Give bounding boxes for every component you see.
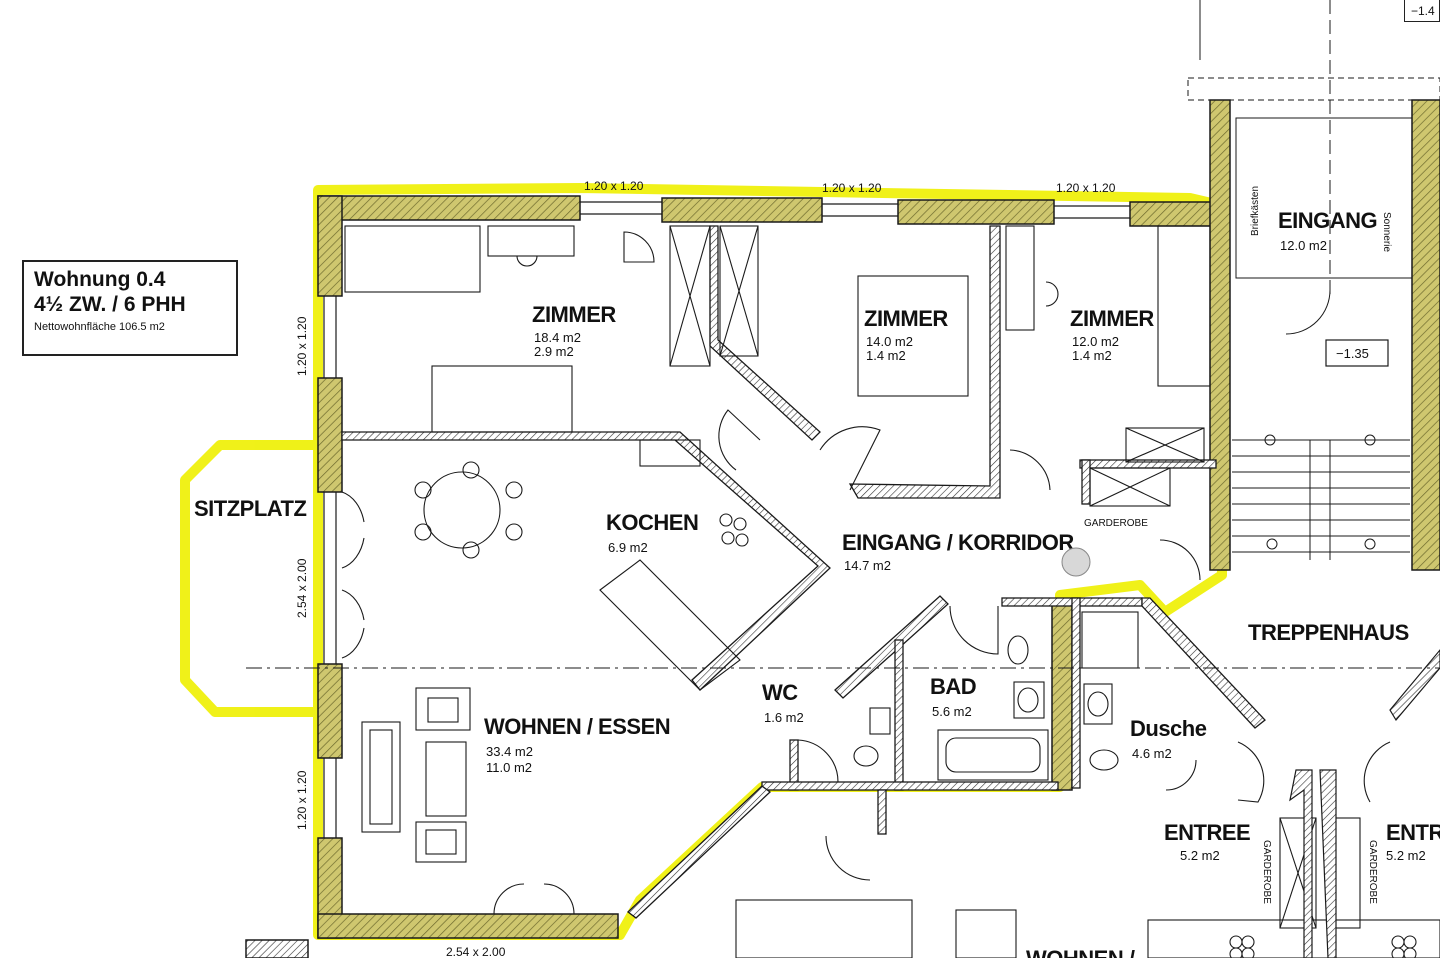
dim-bottom-1: 2.54 x 2.00	[446, 945, 506, 958]
room-name-bad: BAD	[930, 674, 976, 699]
room-name-wohnen-next: WOHNEN /	[1026, 946, 1135, 958]
room-area-wc: 1.6 m2	[764, 710, 804, 725]
exterior-walls	[245, 99, 1440, 958]
apartment-name: Wohnung 0.4	[34, 268, 166, 291]
furniture	[344, 225, 1440, 958]
interior-walls	[341, 225, 1266, 919]
room-area-entree-1: 5.2 m2	[1180, 848, 1220, 863]
dim-top-1: 1.20 x 1.20	[584, 179, 644, 193]
staircase	[1187, 0, 1440, 560]
dim-left-1: 1.20 x 1.20	[295, 316, 309, 376]
room-name-kochen: KOCHEN	[606, 510, 698, 535]
garderobe-label-1: GARDEROBE	[1084, 518, 1148, 529]
stair-walls	[1289, 649, 1440, 958]
room-area-kochen: 6.9 m2	[608, 540, 648, 555]
room-name-entree-2: ENTR	[1386, 820, 1440, 845]
room-name-korridor: EINGANG / KORRIDOR	[842, 530, 1074, 555]
room-labels: ZIMMER 18.4 m2 2.9 m2 ZIMMER 14.0 m2 1.4…	[194, 208, 1440, 958]
room-name-zimmer-1: ZIMMER	[532, 302, 616, 327]
room-area-zimmer-1: 18.4 m2	[534, 330, 581, 345]
garderobe-label-3: GARDEROBE	[1367, 840, 1378, 904]
room-area-zimmer-3: 12.0 m2	[1072, 334, 1119, 349]
room-name-treppenhaus: TREPPENHAUS	[1248, 620, 1409, 645]
corner-level-label: −1.4	[1404, 0, 1440, 22]
room-area-korridor: 14.7 m2	[844, 558, 891, 573]
apartment-net-area: Nettowohnfläche 106.5 m2	[34, 321, 165, 333]
room-area-eingang-top: 12.0 m2	[1280, 238, 1327, 253]
apartment-title-box: Wohnung 0.4 4½ ZW. / 6 PHH Nettowohnfläc…	[22, 260, 238, 356]
room-area2-zimmer-3: 1.4 m2	[1072, 348, 1112, 363]
dim-top-3: 1.20 x 1.20	[1056, 181, 1116, 195]
dim-left-2: 2.54 x 2.00	[295, 558, 309, 618]
room-area2-zimmer-1: 2.9 m2	[534, 344, 574, 359]
dim-left-3: 1.20 x 1.20	[295, 770, 309, 830]
room-name-eingang-top: EINGANG	[1278, 208, 1377, 233]
room-area-entree-2: 5.2 m2	[1386, 848, 1426, 863]
room-area-bad: 5.6 m2	[932, 704, 972, 719]
room-name-sitzplatz: SITZPLATZ	[194, 496, 306, 521]
garderobe-label-2: GARDEROBE	[1261, 840, 1272, 904]
room-name-entree-1: ENTREE	[1164, 820, 1250, 845]
room-name-zimmer-3: ZIMMER	[1070, 306, 1154, 331]
room-area2-wohnen: 11.0 m2	[486, 760, 532, 775]
windows	[323, 201, 1130, 838]
dim-top-2: 1.20 x 1.20	[822, 181, 882, 195]
room-name-zimmer-2: ZIMMER	[864, 306, 948, 331]
apartment-rooms: 4½ ZW. / 6 PHH	[34, 293, 186, 316]
level-marker-text: −1.35	[1336, 346, 1369, 361]
room-area-zimmer-2: 14.0 m2	[866, 334, 913, 349]
sonnerie-label: Sonnerie	[1381, 212, 1392, 252]
small-labels: GARDEROBE GARDEROBE GARDEROBE Briefkäste…	[1084, 186, 1392, 904]
level-marker: −1.35	[1325, 339, 1389, 367]
dimension-labels: 1.20 x 1.20 1.20 x 1.20 1.20 x 1.20 1.20…	[295, 179, 1116, 958]
room-name-wc: WC	[762, 680, 798, 705]
room-name-dusche: Dusche	[1130, 716, 1207, 741]
room-area2-zimmer-2: 1.4 m2	[866, 348, 906, 363]
column-marker	[1061, 547, 1091, 577]
room-area-wohnen: 33.4 m2	[486, 744, 533, 759]
apartment-highlight	[180, 183, 1227, 940]
briefkasten-label: Briefkästen	[1250, 186, 1261, 236]
doors	[341, 409, 1391, 915]
room-name-wohnen: WOHNEN / ESSEN	[484, 714, 670, 739]
room-area-dusche: 4.6 m2	[1132, 746, 1172, 761]
